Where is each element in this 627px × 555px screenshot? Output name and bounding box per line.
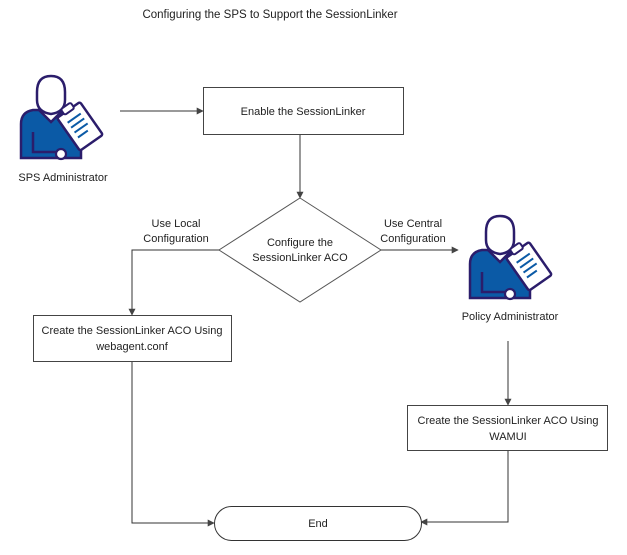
- end-label: End: [308, 518, 328, 530]
- create-aco-wamui-line-1: Create the SessionLinker ACO Using: [418, 415, 599, 427]
- create-aco-wamui-node: Create the SessionLinker ACO Using WAMUI: [407, 405, 608, 451]
- edge-label-local-line-1: Use Local: [152, 218, 201, 230]
- sps-administrator-actor: SPS Administrator: [18, 74, 108, 184]
- decision-label-line-1: Configure the: [267, 237, 333, 249]
- diagram-title: Configuring the SPS to Support the Sessi…: [142, 9, 398, 21]
- create-aco-webagent-line-2: webagent.conf: [95, 341, 168, 353]
- create-aco-webagent-node: Create the SessionLinker ACO Using webag…: [33, 315, 232, 362]
- policy-administrator-label: Policy Administrator: [462, 311, 559, 323]
- enable-sessionlinker-label: Enable the SessionLinker: [241, 106, 366, 118]
- configure-aco-decision: Configure the SessionLinker ACO: [218, 197, 382, 303]
- enable-sessionlinker-node: Enable the SessionLinker: [203, 87, 404, 135]
- create-aco-webagent-line-1: Create the SessionLinker ACO Using: [42, 325, 223, 337]
- edge-local-to-end: [131, 362, 215, 527]
- edge-local-branch: [128, 249, 219, 316]
- policy-administrator-actor: Policy Administrator: [462, 214, 559, 323]
- edge-label-local-line-2: Configuration: [143, 233, 208, 245]
- decision-label-line-2: SessionLinker ACO: [252, 252, 348, 264]
- edge-wamui-to-end: [420, 451, 509, 526]
- create-aco-wamui-line-2: WAMUI: [489, 431, 526, 443]
- edge-label-central-line-2: Configuration: [380, 233, 445, 245]
- administrator-clipboard-icon: [468, 214, 554, 301]
- sps-administrator-label: SPS Administrator: [18, 172, 108, 184]
- edge-label-central-line-1: Use Central: [384, 218, 442, 230]
- end-terminator-node: End: [214, 506, 422, 541]
- administrator-clipboard-icon: [19, 74, 105, 161]
